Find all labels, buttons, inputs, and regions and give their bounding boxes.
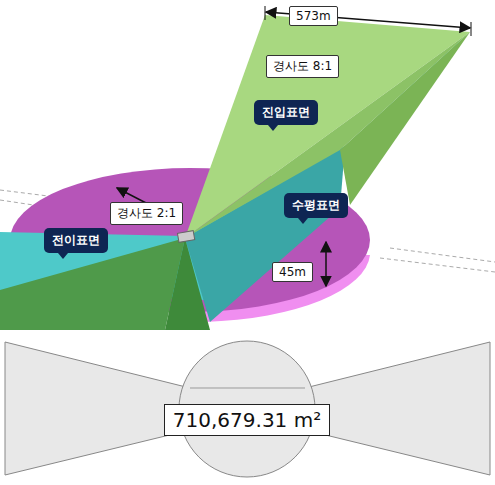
label-text: 전이표면 — [52, 232, 100, 249]
label-text: 경사도 2:1 — [117, 205, 176, 222]
approach-side — [185, 32, 470, 238]
label-text: 경사도 8:1 — [273, 58, 332, 75]
dimension-tick — [471, 22, 472, 36]
dimension-tick — [265, 6, 266, 20]
callout-tail — [58, 253, 68, 259]
label-text: 45m — [279, 265, 306, 279]
label-text: 수평표면 — [292, 197, 340, 214]
slope-label: 경사도 8:1 — [266, 55, 339, 78]
callout-tail — [298, 218, 308, 224]
label-text: 710,679.31 m² — [173, 408, 321, 432]
plan-left — [5, 342, 190, 475]
surface-callout: 전이표면 — [44, 228, 108, 253]
slope-label: 경사도 2:1 — [110, 202, 183, 225]
approach-edge — [340, 32, 470, 205]
area-label: 710,679.31 m² — [164, 404, 330, 436]
approach-surface — [185, 15, 470, 238]
label-text: 진입표면 — [262, 104, 310, 121]
dimension-label: 45m — [272, 262, 313, 282]
runway — [177, 231, 194, 243]
plan-line — [190, 388, 305, 389]
surface-callout: 진입표면 — [254, 100, 318, 125]
plan-right — [305, 342, 490, 475]
height-arrow — [325, 242, 327, 286]
surface-callout: 수평표면 — [284, 193, 348, 218]
label-text: 573m — [296, 9, 331, 23]
callout-tail — [268, 125, 278, 131]
approach-lower-side — [165, 238, 210, 330]
dimension-label: 573m — [289, 6, 338, 26]
